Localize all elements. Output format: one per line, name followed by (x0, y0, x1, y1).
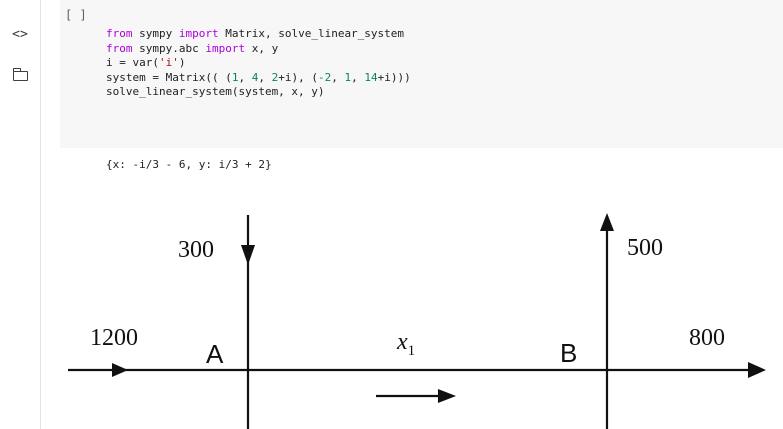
left-rail: <> (0, 0, 41, 429)
arrow-out-800 (748, 362, 766, 378)
arrow-out-500 (600, 213, 614, 231)
label-500: 500 (627, 235, 663, 261)
node-b-label: B (560, 338, 578, 368)
code-line-5: solve_linear_system(system, x, y) (106, 85, 325, 98)
label-800: 800 (689, 325, 725, 351)
x1-subscript: 1 (407, 342, 416, 359)
code-editor[interactable]: from sympy import Matrix, solve_linear_s… (106, 27, 411, 100)
code-line-1: from sympy import Matrix, solve_linear_s… (106, 27, 405, 40)
code-line-4: system = Matrix(( (1, 4, 2+i), (-2, 1, 1… (106, 70, 411, 84)
arrow-in-1200 (112, 363, 128, 377)
code-line-2: from sympy.abc import x, y (106, 41, 279, 55)
cell-output: {x: -i/3 - 6, y: i/3 + 2} (106, 158, 272, 171)
arrow-in-300 (241, 245, 255, 265)
x1-var: x (397, 329, 408, 355)
node-a-label: A (206, 339, 224, 369)
folder-icon[interactable] (12, 68, 28, 81)
run-cell-button[interactable]: [ ] (65, 8, 87, 22)
code-brackets-icon[interactable]: <> (12, 27, 28, 42)
x1-arrowhead (438, 389, 456, 403)
label-1200: 1200 (90, 325, 138, 351)
code-line-3: i = var('i') (106, 56, 186, 69)
flow-diagram-lines (68, 213, 766, 429)
code-cell[interactable] (60, 0, 783, 148)
label-300: 300 (178, 237, 214, 263)
x1-label: x1 (397, 329, 415, 360)
flow-diagram-image: 300 500 1200 800 A B x1 (60, 195, 783, 429)
